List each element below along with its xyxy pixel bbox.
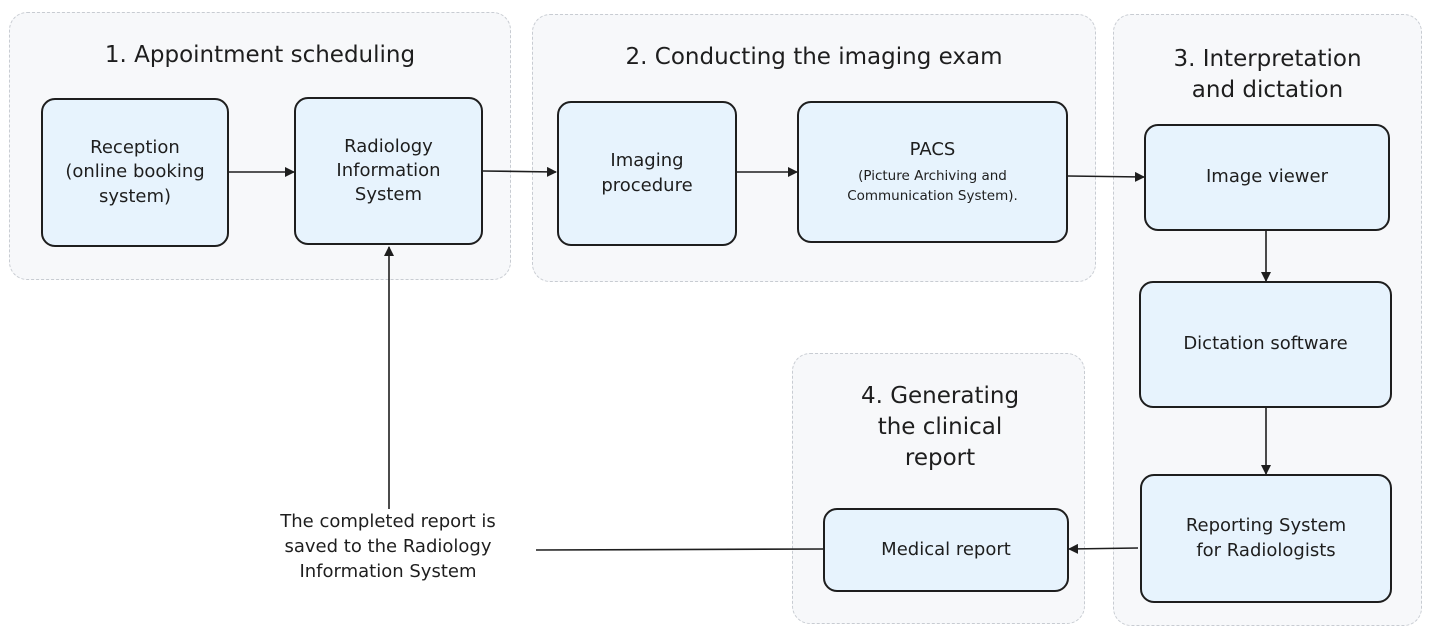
- node-medical-report-label: Medical report: [881, 538, 1011, 560]
- node-reception[interactable]: Reception (online booking system): [41, 98, 229, 247]
- node-dictation-label: Dictation software: [1183, 333, 1348, 355]
- group-title-appointment-scheduling: 1. Appointment scheduling: [104, 42, 416, 68]
- node-pacs[interactable]: PACS (Picture Archiving and Communicatio…: [797, 101, 1068, 243]
- node-imaging-label: Imaging procedure: [601, 150, 693, 196]
- node-viewer-label: Image viewer: [1205, 166, 1329, 188]
- arrow-reporting-to-medical-report: [1068, 543, 1139, 554]
- arrow-ris-to-imaging: [482, 166, 557, 177]
- node-medical-report[interactable]: Medical report: [823, 508, 1069, 592]
- group-title-clinical-report: 4. Generating the clinical report: [860, 383, 1020, 472]
- node-pacs-label: PACS: [909, 138, 956, 160]
- node-radiology-information-system[interactable]: Radiology Information System: [294, 97, 483, 245]
- node-pacs-sublabel: (Picture Archiving and Communication Sys…: [847, 167, 1018, 205]
- node-reception-label: Reception (online booking system): [65, 137, 205, 207]
- node-imaging-procedure[interactable]: Imaging procedure: [557, 101, 737, 246]
- group-title-imaging-exam: 2. Conducting the imaging exam: [625, 44, 1003, 70]
- node-image-viewer[interactable]: Image viewer: [1144, 124, 1390, 231]
- node-ris-label: Radiology Information System: [336, 135, 441, 206]
- arrow-pacs-to-viewer: [1067, 171, 1145, 182]
- note-report-saved: The completed report is saved to the Rad…: [240, 509, 536, 585]
- node-reporting-label: Reporting System for Radiologists: [1185, 515, 1347, 561]
- node-dictation-software[interactable]: Dictation software: [1139, 281, 1392, 408]
- line-medical-report-to-note: [535, 548, 824, 551]
- group-title-interpretation-dictation: 3. Interpretation and dictation: [1173, 46, 1362, 104]
- node-reporting-system[interactable]: Reporting System for Radiologists: [1140, 474, 1392, 603]
